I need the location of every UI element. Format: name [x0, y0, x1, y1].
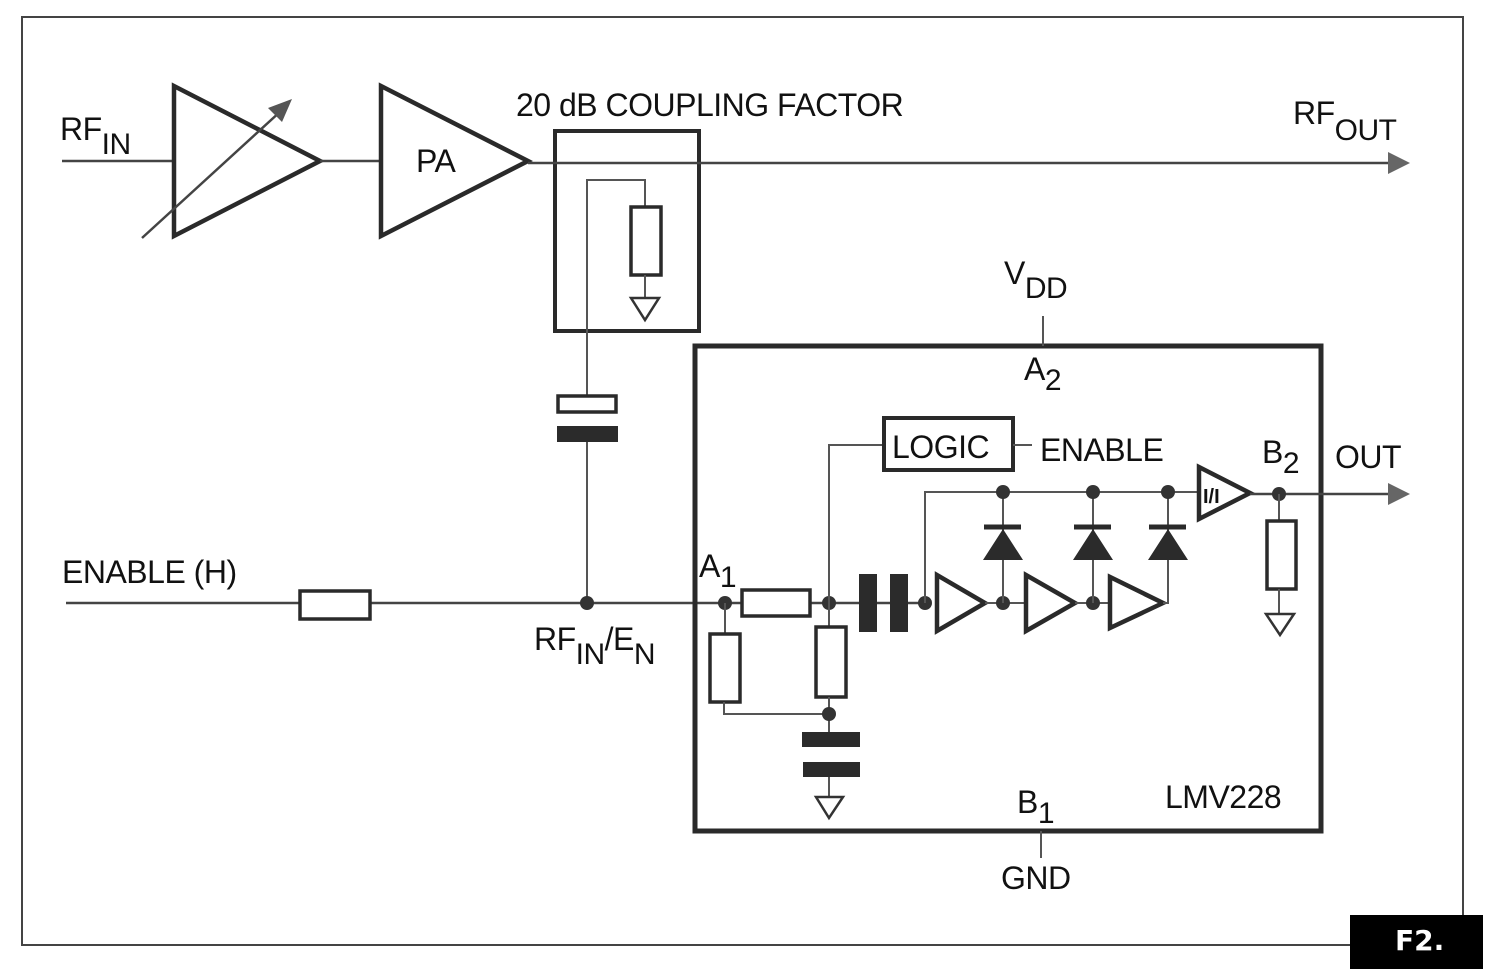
coupling-cap-plate-top — [556, 394, 618, 414]
a1-shunt-return-wire — [723, 702, 829, 715]
rfin-en-node — [580, 596, 594, 610]
diode-1-icon — [983, 529, 1023, 560]
variable-arrow-line — [141, 109, 283, 239]
b1-pin-label: B1 — [1017, 784, 1054, 830]
coupling-cap-plate-bottom — [557, 426, 618, 442]
lmv228-chip-outline — [692, 343, 1324, 834]
decoupling-cap-plate-top — [802, 732, 860, 747]
enable-h-label: ENABLE (H) — [62, 554, 237, 590]
detector-sum-wire — [924, 491, 1200, 603]
enable-series-resistor — [298, 589, 372, 621]
coupling-factor-label: 20 dB COUPLING FACTOR — [516, 87, 903, 123]
rf-out-arrow-icon — [1388, 152, 1410, 174]
coupler-ground-icon — [628, 296, 662, 323]
out-label: OUT — [1335, 439, 1401, 475]
vdd-label: VDD — [1004, 255, 1067, 305]
a1-pin-label: A1 — [699, 548, 736, 594]
dc-block-cap-plate-right — [890, 574, 908, 632]
decoupling-cap-plate-bottom — [803, 762, 860, 777]
load-ground-icon — [1263, 612, 1297, 638]
figure-frame — [21, 16, 1464, 946]
diode-1-node — [996, 485, 1010, 499]
rf-in-label: RFIN — [60, 111, 131, 161]
diode-3-icon — [1148, 529, 1188, 560]
ii-amp-label: I/I — [1203, 486, 1220, 508]
enable-label: ENABLE — [1040, 432, 1163, 468]
logic-label: LOGIC — [892, 429, 989, 465]
figure-badge-label: F2. — [1395, 924, 1444, 957]
diode-2-icon — [1073, 529, 1113, 560]
rfin-en-label: RFIN/EN — [534, 621, 655, 671]
decoupling-node — [822, 707, 836, 721]
a1-series-resistor — [740, 588, 812, 618]
dc-block-cap-plate-left — [859, 574, 877, 632]
gnd-label: GND — [1001, 860, 1071, 896]
pa-label: PA — [416, 143, 456, 179]
detector-amp-3-icon — [1107, 573, 1169, 632]
coupled-line-wire — [586, 179, 646, 400]
coupler-termination-resistor — [629, 205, 663, 277]
variable-arrow-head-icon — [268, 99, 292, 122]
directional-coupler — [553, 129, 701, 333]
variable-gain-amplifier-icon — [171, 82, 325, 240]
out-arrow-icon — [1388, 483, 1410, 505]
decoupling-ground-icon — [813, 795, 846, 821]
detector-amp-2-icon — [1023, 571, 1080, 635]
detector-amp-1-icon — [934, 571, 990, 635]
b2-pin-label: B2 — [1262, 434, 1299, 480]
diode-3-node — [1161, 485, 1175, 499]
logic-input-wire — [828, 444, 884, 603]
a1-shunt-resistor — [708, 632, 742, 704]
bias-shunt-resistor — [814, 625, 848, 699]
logic-block — [882, 416, 1015, 472]
power-amplifier-icon — [378, 82, 533, 240]
a2-pin-label: A2 — [1024, 351, 1061, 397]
figure-badge — [1350, 915, 1483, 969]
output-load-resistor — [1265, 519, 1298, 591]
current-amplifier-icon — [1196, 463, 1255, 523]
rf-out-label: RFOUT — [1293, 95, 1397, 147]
diode-2-node — [1086, 485, 1100, 499]
chip-name-label: LMV228 — [1165, 779, 1281, 815]
